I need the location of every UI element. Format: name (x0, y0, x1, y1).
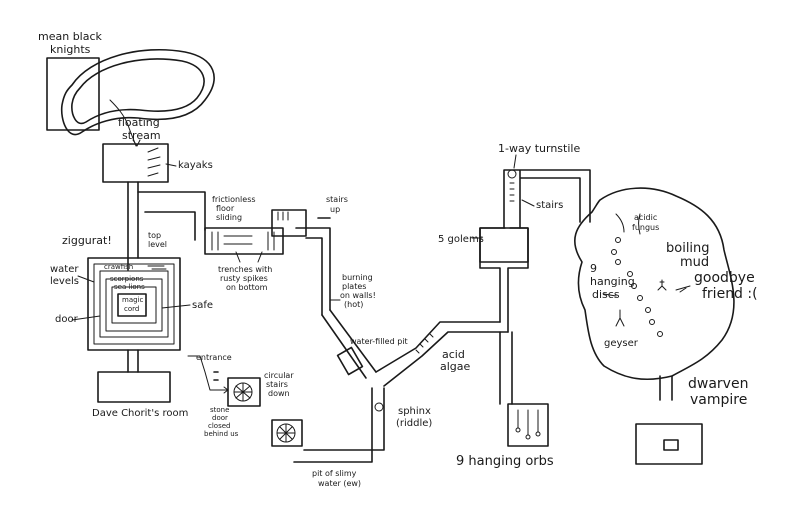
label-water-filled-pit: water-filled pit (350, 337, 408, 346)
label-dwarven-vampire: dwarven vampire (688, 376, 753, 408)
floating-stream (60, 48, 215, 147)
label-top-level: top level (148, 231, 167, 249)
label-door: door (55, 314, 79, 325)
label-frictionless-floor: frictionless floor sliding (212, 195, 258, 222)
label-burning-plates: burning plates on walls! (hot) (340, 273, 378, 309)
hanging-discs (611, 237, 663, 337)
dave-chorits-room (97, 371, 171, 403)
label-crawfish: crawfish (104, 263, 133, 271)
label-dave-room: Dave Chorit's room (92, 408, 188, 419)
label-sea-lions: sea lions (114, 283, 145, 291)
label-nine-hanging-orbs: 9 hanging orbs (456, 454, 554, 469)
boiling-mud-cave (573, 187, 735, 465)
sphinx-corridors (293, 309, 509, 463)
label-goodbye-friend: goodbye friend :( (694, 270, 759, 302)
label-stairs-up: stairs up (326, 195, 350, 214)
label-acid-algae: acid algae (440, 348, 471, 373)
label-one-way-turnstile: 1-way turnstile (498, 142, 580, 155)
label-boiling-mud: boiling mud (666, 241, 714, 270)
label-golems: 5 golems (438, 234, 484, 245)
mean-black-knights-room (46, 57, 100, 131)
label-floating-stream: floating stream (118, 116, 163, 142)
label-ziggurat: ziggurat! (62, 234, 112, 247)
upper-corridors (137, 191, 331, 316)
label-safe: safe (192, 300, 213, 311)
label-stone-door: stone door closed behind us (204, 406, 239, 438)
hanging-orbs-room (499, 331, 549, 447)
golems-area (471, 169, 591, 333)
label-water-levels: water levels (50, 264, 82, 287)
label-sphinx: sphinx (riddle) (396, 406, 434, 429)
label-circular-stairs: circular stairs down (264, 371, 296, 398)
label-acidic-fungus: acidic fungus (632, 213, 660, 232)
annotation-arrows (71, 154, 691, 321)
label-trenches: trenches with rusty spikes on bottom (218, 265, 275, 292)
ziggurat (87, 257, 181, 373)
label-scorpions: scorpions (110, 275, 144, 283)
kayak-room (102, 143, 169, 271)
label-entrance: entrance (196, 353, 232, 362)
circular-stairs-room (271, 419, 303, 447)
label-geyser: geyser (604, 338, 639, 349)
label-pit-slimy-water: pit of slimy water (ew) (312, 469, 361, 488)
label-stairs: stairs (536, 200, 563, 211)
label-nine-hanging-discs: 9 hanging discs (590, 262, 638, 301)
label-magic-cord: magic cord (122, 296, 146, 313)
label-kayaks: kayaks (178, 160, 213, 171)
entrance-area (187, 355, 261, 407)
label-mean-black-knights: mean black knights (38, 30, 105, 56)
